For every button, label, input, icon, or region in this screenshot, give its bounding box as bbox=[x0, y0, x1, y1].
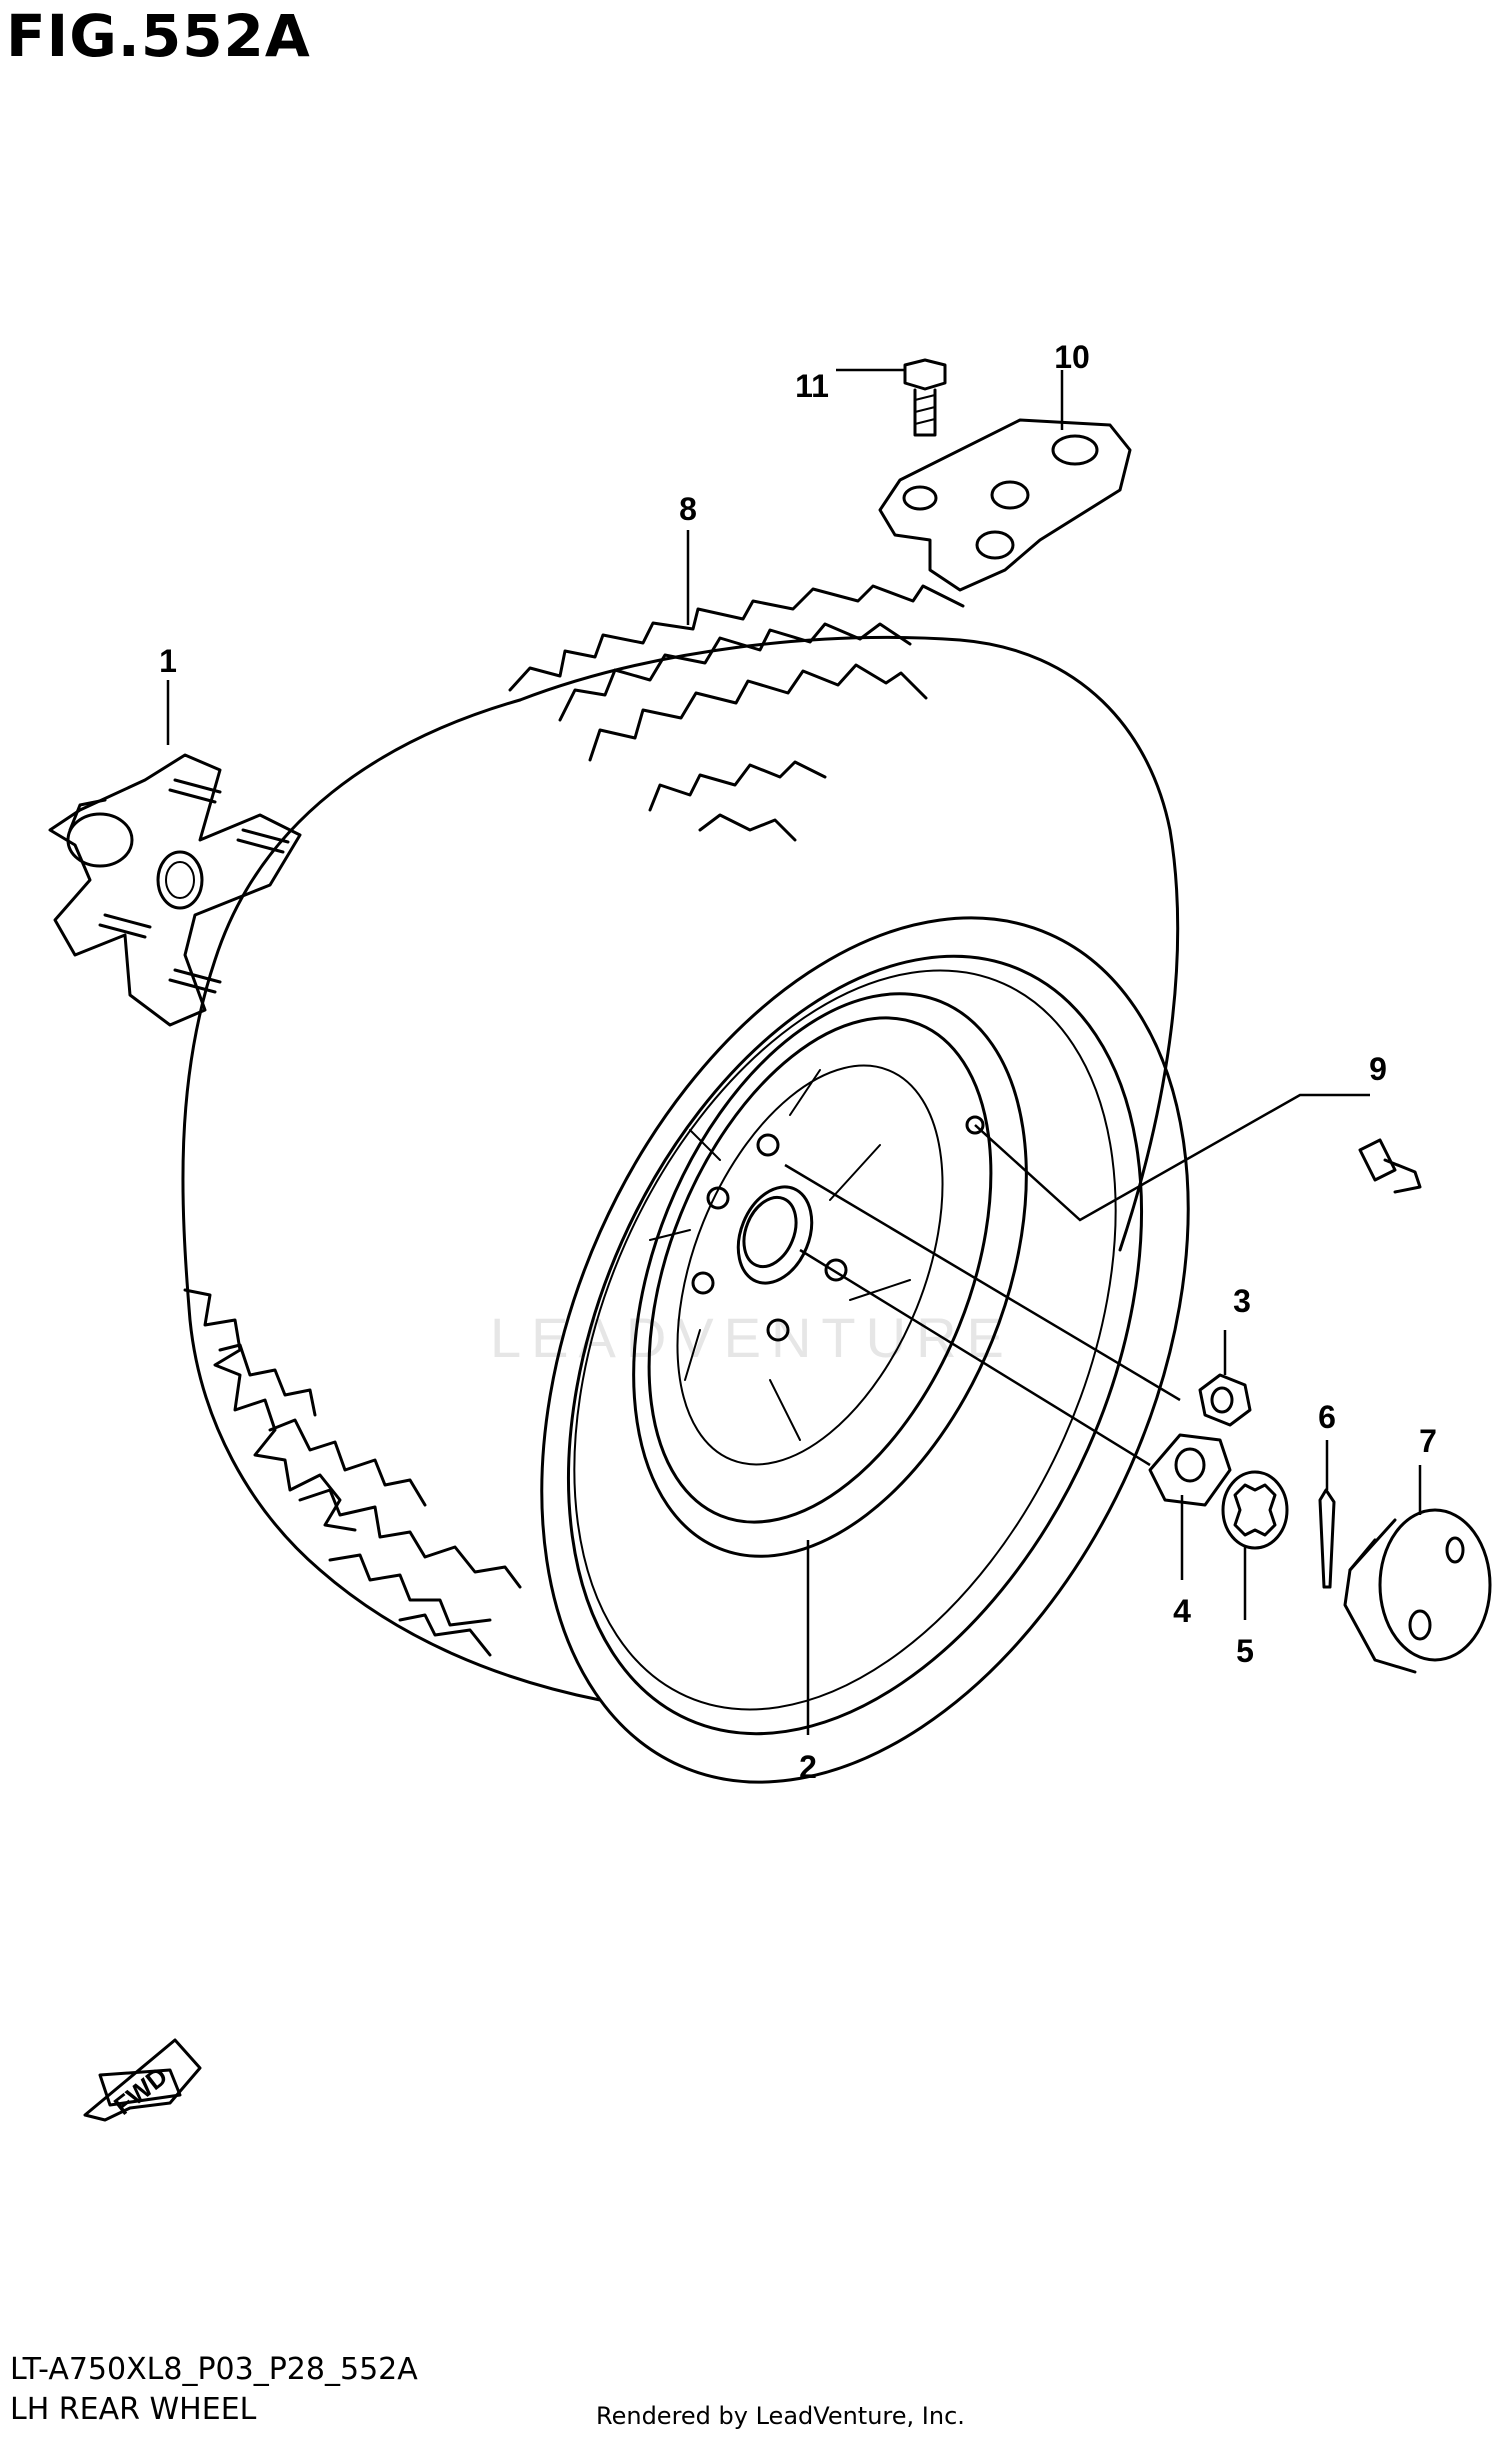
figure-title: FIG.552A bbox=[6, 2, 311, 70]
valve bbox=[1358, 1138, 1422, 1194]
leader-lines bbox=[166, 368, 1422, 1735]
bolt bbox=[903, 358, 947, 437]
callout-6: 6 bbox=[1318, 1399, 1336, 1435]
callout-11: 11 bbox=[795, 368, 829, 404]
callout-2: 2 bbox=[799, 1749, 817, 1785]
callout-8: 8 bbox=[679, 491, 697, 527]
callout-5: 5 bbox=[1236, 1633, 1254, 1669]
callout-10: 10 bbox=[1054, 339, 1090, 375]
callout-7: 7 bbox=[1419, 1423, 1437, 1459]
callout-4: 4 bbox=[1173, 1593, 1191, 1629]
hub bbox=[48, 753, 302, 1027]
lug-nut bbox=[1198, 1373, 1252, 1427]
rendered-by-credit: Rendered by LeadVenture, Inc. bbox=[596, 2402, 965, 2430]
callout-9: 9 bbox=[1369, 1051, 1387, 1087]
cotter-pin bbox=[1318, 1488, 1336, 1589]
castle-nut bbox=[1221, 1470, 1289, 1550]
callout-1: 1 bbox=[159, 643, 177, 679]
wheel-rim bbox=[632, 992, 1028, 1558]
figure-caption: LH REAR WHEEL bbox=[10, 2392, 257, 2427]
washer bbox=[1148, 1433, 1232, 1507]
figure-code: LT-A750XL8_P03_P28_552A bbox=[10, 2352, 418, 2387]
tire bbox=[181, 584, 1190, 1784]
hub-cap bbox=[1343, 1508, 1492, 1674]
callout-3: 3 bbox=[1233, 1283, 1251, 1319]
callouts: 1 2 3 4 5 6 7 8 9 10 11 FWD bbox=[108, 339, 1437, 2121]
watermark: LEADVENTURE bbox=[490, 1306, 1014, 1369]
fwd-arrow bbox=[83, 2038, 202, 2122]
bracket bbox=[878, 418, 1132, 592]
